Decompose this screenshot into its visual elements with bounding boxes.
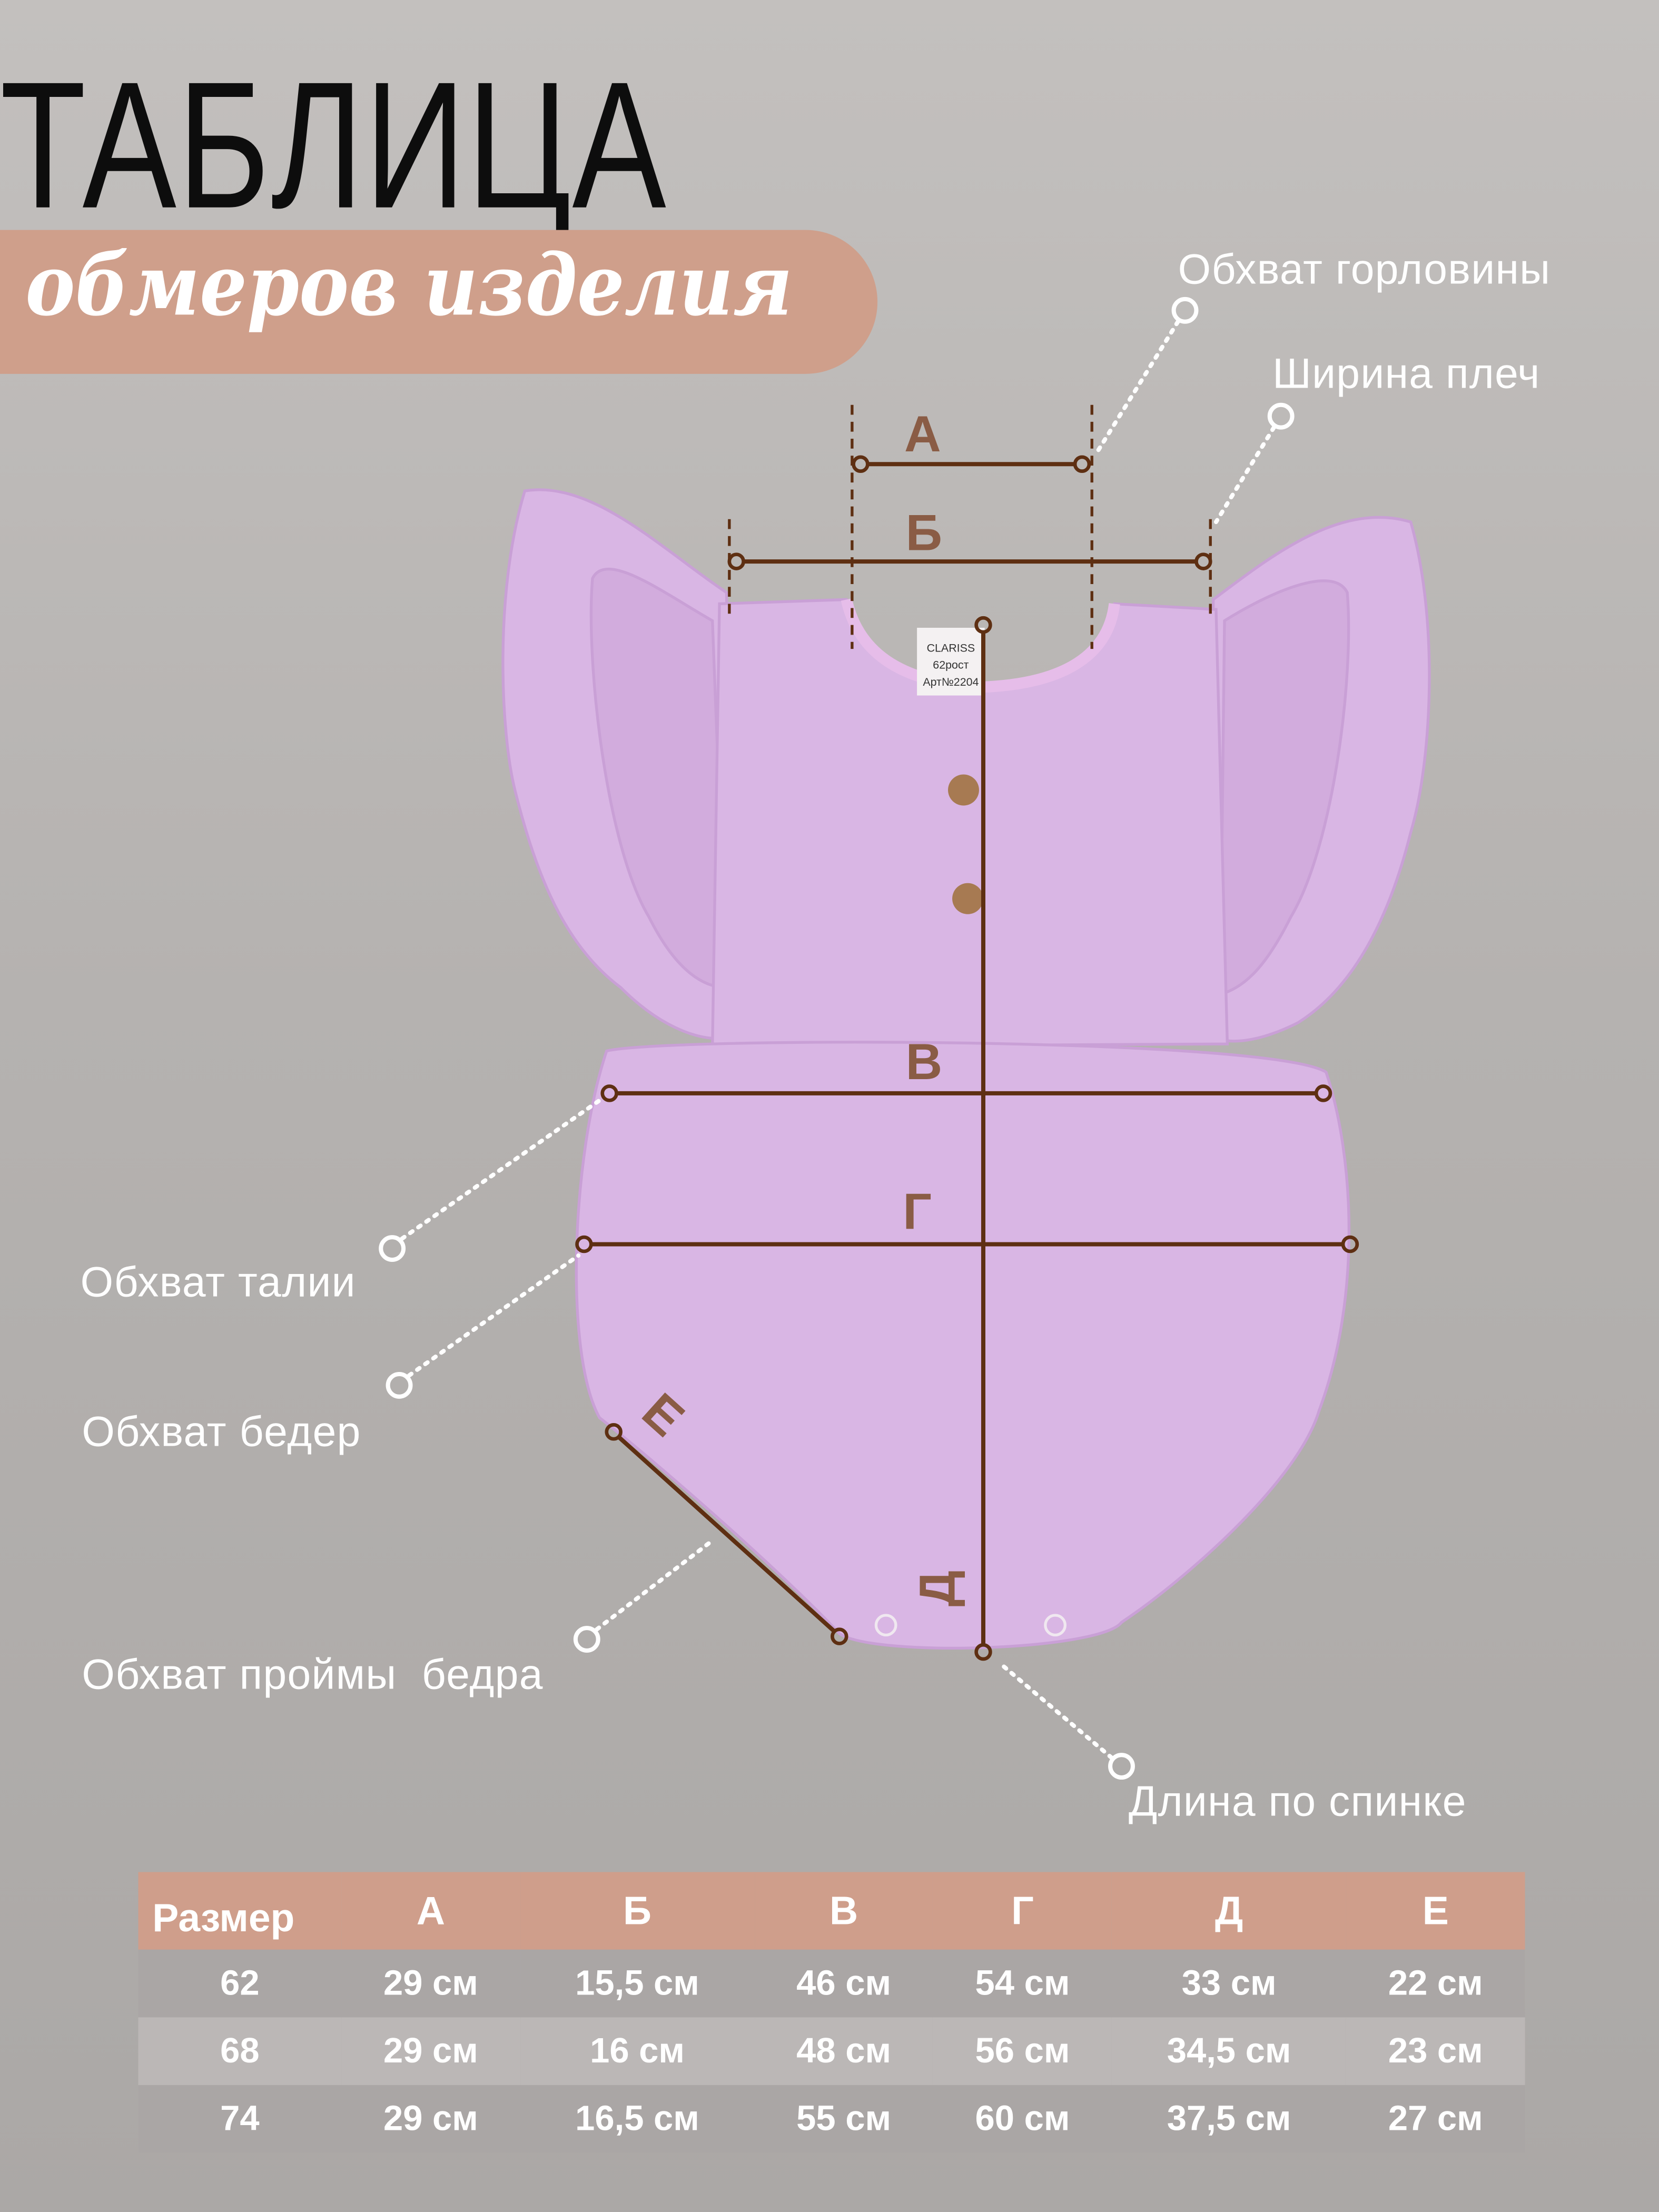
measure-cell: 33 см (1112, 1949, 1347, 2018)
measure-cell: 46 см (754, 1949, 933, 2018)
snap-icon (1044, 1614, 1067, 1637)
measure-cell: 56 см (933, 2017, 1112, 2085)
label-back-length: Длина по спинке (1128, 1779, 1467, 1826)
measure-cell: 54 см (933, 1949, 1112, 2018)
button-icon (952, 883, 983, 914)
button-icon (948, 774, 979, 806)
measure-cell: 16 см (520, 2017, 755, 2085)
measure-cell: 22 см (1346, 1949, 1525, 2018)
header-e: Е (1346, 1872, 1525, 1950)
tag-brand: CLARISS (927, 642, 975, 655)
measure-e (618, 1436, 835, 1633)
measure-cell: 27 см (1346, 2085, 1525, 2153)
size-cell: 74 (138, 2085, 342, 2153)
measure-lines (575, 404, 1359, 1661)
label-shoulders: Ширина плеч (1272, 351, 1540, 398)
subtitle-banner (0, 230, 878, 374)
measure-cell: 15,5 см (520, 1949, 755, 2018)
measure-cell: 55 см (754, 2085, 933, 2153)
leader-lines (400, 319, 1276, 1760)
label-neck: Обхват горловины (1178, 246, 1551, 294)
measure-cell: 29 см (341, 2085, 520, 2153)
table-header: Размер А Б В Г Д Е (138, 1872, 1525, 1950)
romper-image (501, 488, 1431, 1650)
marker-a: А (904, 404, 941, 463)
tag-article: Арт№2204 (923, 676, 979, 688)
marker-d: Д (908, 1570, 966, 1607)
measure-cell: 23 см (1346, 2017, 1525, 2085)
label-dots (379, 297, 1295, 1780)
measure-cell: 29 см (341, 2017, 520, 2085)
measure-cell: 60 см (933, 2085, 1112, 2153)
tag-size: 62рост (933, 659, 969, 671)
header-v: В (754, 1872, 933, 1950)
marker-v: В (905, 1032, 943, 1091)
label-hips: Обхват бедер (82, 1409, 361, 1456)
size-cell: 62 (138, 1949, 342, 2018)
subtitle: обмеров изделия (25, 237, 793, 336)
page-title: ТАБЛИЦА (0, 45, 667, 247)
measure-cell: 34,5 см (1112, 2017, 1347, 2085)
header-g: Г (933, 1872, 1112, 1950)
bloomers (575, 1041, 1351, 1650)
header-b: Б (520, 1872, 755, 1950)
marker-b: Б (905, 503, 942, 562)
marker-g: Г (903, 1182, 932, 1240)
label-waist: Обхват талии (80, 1259, 356, 1307)
garment-tag (917, 627, 985, 696)
header-d: Д (1112, 1872, 1347, 1950)
snap-icon (874, 1614, 897, 1637)
header-size: Размер (138, 1872, 342, 1950)
measure-cell: 16,5 см (520, 2085, 755, 2153)
header-a: А (341, 1872, 520, 1950)
label-leg-opening: Обхват проймы бедра (82, 1652, 544, 1699)
measure-cell: 37,5 см (1112, 2085, 1347, 2153)
measure-cell: 29 см (341, 1949, 520, 2018)
size-cell: 68 (138, 2017, 342, 2085)
measure-cell: 48 см (754, 2017, 933, 2085)
